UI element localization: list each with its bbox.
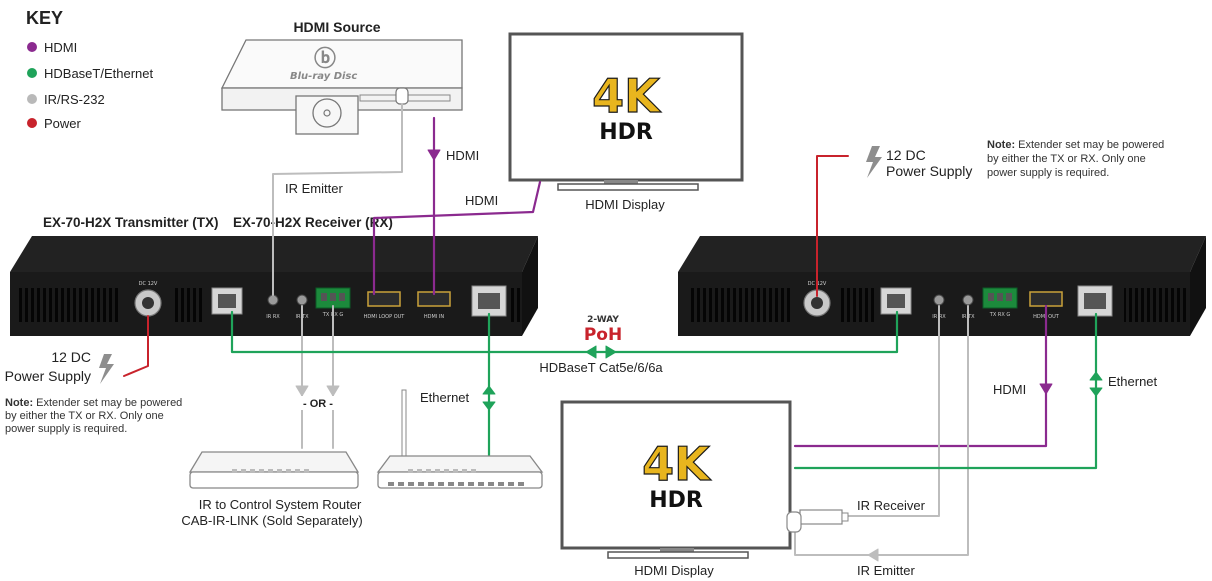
svg-text:Note: Extender set may be powe: Note: Extender set may be powered: [987, 139, 1164, 151]
hdmi-cable-loop-to-display: [372, 180, 542, 296]
cables: [123, 103, 1103, 562]
hdmi-arrow-down-icon: [427, 149, 441, 161]
display-bottom-title: HDMI Display: [634, 563, 714, 578]
ethernet-router: [376, 389, 544, 489]
rx-ethernet-label: Ethernet: [1108, 374, 1158, 389]
rx-hdmi-out-port: [1029, 291, 1063, 307]
note-right-bold: Note:: [987, 139, 1015, 151]
power-cable-rx: [816, 155, 849, 297]
rx-top-face: [678, 236, 1206, 272]
key-hdmi-label: HDMI: [44, 40, 77, 55]
key-hdbaset-label: HDBaseT/Ethernet: [44, 66, 153, 81]
ir-emitter-cable-rx: [794, 305, 969, 556]
hdmi-display-top: 4K HDR HDMI Display: [508, 32, 744, 212]
note-left-bold: Note:: [5, 397, 33, 409]
key-ir-label: IR/RS-232: [44, 92, 105, 107]
tx-ir-rx-jack: [267, 294, 279, 306]
hdmi-cable-rx-to-display: [793, 304, 1048, 448]
display-top-title: HDMI Display: [585, 197, 665, 212]
hdbaset-arrow-left-icon: [585, 345, 597, 359]
key-power-swatch: [27, 118, 37, 128]
lightning-bolt-icon-right: [866, 146, 882, 178]
key-hdbaset-swatch: [27, 68, 37, 78]
transmitter-label: EX-70-H2X Transmitter (TX): [43, 215, 219, 230]
tx-hdmi-loop-port: [367, 291, 401, 307]
receiver-device: DC 12V IR RX IR TX TX RX G HDMI OUT: [678, 236, 1206, 336]
display-bottom-screen: [560, 400, 792, 550]
power-supply-left: 12 DC Power Supply Note: Extender set ma…: [5, 349, 183, 435]
tx-hdmi-loop-label: HDMI LOOP OUT: [364, 314, 406, 320]
tx-ir-rx-label: IR RX: [266, 314, 280, 320]
note-right-line3: power supply is required.: [987, 167, 1109, 179]
poh-main-text: PoH: [584, 325, 622, 345]
tx-hdmi-in-label: HDMI IN: [424, 314, 444, 320]
display-top-stand: [557, 183, 699, 191]
lightning-bolt-icon-left: [99, 354, 114, 384]
ir-router-line1: IR to Control System Router: [199, 497, 362, 512]
logo-4k-top: 4K: [592, 69, 662, 123]
ir-receiver-cable: [847, 305, 940, 517]
ethernet-cable-rx: [793, 312, 1098, 470]
disc-tray: [295, 95, 359, 135]
power-right-line1: 12 DC: [886, 147, 926, 163]
rx-ir-rx-jack: [933, 294, 945, 306]
logo-4k-bottom: 4K: [642, 437, 712, 491]
note-left-line1: Extender set may be powered: [33, 397, 182, 409]
ir-control-router: IR to Control System Router CAB-IR-LINK …: [181, 451, 363, 528]
ir-emitter-cable-tx: [272, 103, 403, 296]
ir-emitter-icon: [786, 511, 802, 533]
power-left-line2: Power Supply: [5, 368, 91, 384]
logo-hdr-bottom: HDR: [649, 488, 703, 513]
rx-hdmi-label: HDMI: [993, 382, 1026, 397]
tx-ir-tx-jack: [296, 294, 308, 306]
hdbaset-cable-label: HDBaseT Cat5e/6/6a: [539, 360, 663, 375]
hdbaset-arrow-right-icon: [605, 345, 617, 359]
tx-dc-label: DC 12V: [139, 281, 158, 287]
receiver-label: EX-70-H2X Receiver (RX): [233, 215, 393, 230]
bluray-logo-icon: ⓑ Blu-ray Disc: [290, 46, 357, 82]
ir-emitter-head-icon: [395, 87, 409, 105]
loop-hdmi-label: HDMI: [465, 193, 498, 208]
key-hdmi-swatch: [27, 42, 37, 52]
poh-top-text: 2-WAY: [587, 315, 619, 325]
note-left-line3: power supply is required.: [5, 423, 127, 435]
power-left-line1: 12 DC: [51, 349, 91, 365]
rx-ir-tx-jack: [962, 294, 974, 306]
key-title: KEY: [26, 8, 63, 28]
svg-text:ⓑ: ⓑ: [314, 46, 336, 72]
svg-text:Note: Extender set may be powe: Note: Extender set may be powered: [5, 397, 182, 409]
note-right-line2: by either the TX or RX. Only one: [987, 153, 1146, 165]
hdbaset-cable: [230, 310, 899, 354]
router-antenna-icon: [401, 389, 407, 459]
ethernet-left-label: Ethernet: [420, 390, 470, 405]
ir-receiver-icon: [799, 509, 843, 525]
power-right-line2: Power Supply: [886, 163, 972, 179]
logo-hdr-top: HDR: [599, 120, 653, 145]
hdmi-source: HDMI Source ⓑ Blu-ray Disc: [220, 19, 463, 135]
key-ir-swatch: [27, 94, 37, 104]
key-power-label: Power: [44, 116, 82, 131]
ir-emitter-label-bottom: IR Emitter: [857, 563, 915, 578]
power-cable-tx: [123, 315, 149, 377]
ir-emitter-label-top: IR Emitter: [285, 181, 343, 196]
ir-router-line2: CAB-IR-LINK (Sold Separately): [181, 513, 362, 528]
key-legend: KEY HDMI HDBaseT/Ethernet IR/RS-232 Powe…: [26, 8, 153, 131]
note-left-line2: by either the TX or RX. Only one: [5, 410, 164, 422]
display-bottom-stand: [607, 551, 749, 559]
disc-icon: [312, 98, 342, 128]
poh-badge: 2-WAY PoH: [584, 315, 622, 345]
note-right-line1: Extender set may be powered: [1015, 139, 1164, 151]
power-supply-right: 12 DC Power Supply Note: Extender set ma…: [866, 139, 1164, 179]
hdmi-arrow-down-icon-rx: [1039, 383, 1053, 395]
rx-rs232-label: TX RX G: [989, 312, 1011, 318]
display-top-screen: [508, 32, 744, 182]
hdmi-display-bottom: 4K HDR HDMI Display: [560, 400, 849, 578]
source-hdmi-label: HDMI: [446, 148, 479, 163]
or-label: - OR -: [303, 398, 333, 410]
source-title: HDMI Source: [293, 19, 380, 35]
bluray-logo-text: Blu-ray Disc: [290, 71, 357, 82]
ir-receiver-label: IR Receiver: [857, 498, 926, 513]
